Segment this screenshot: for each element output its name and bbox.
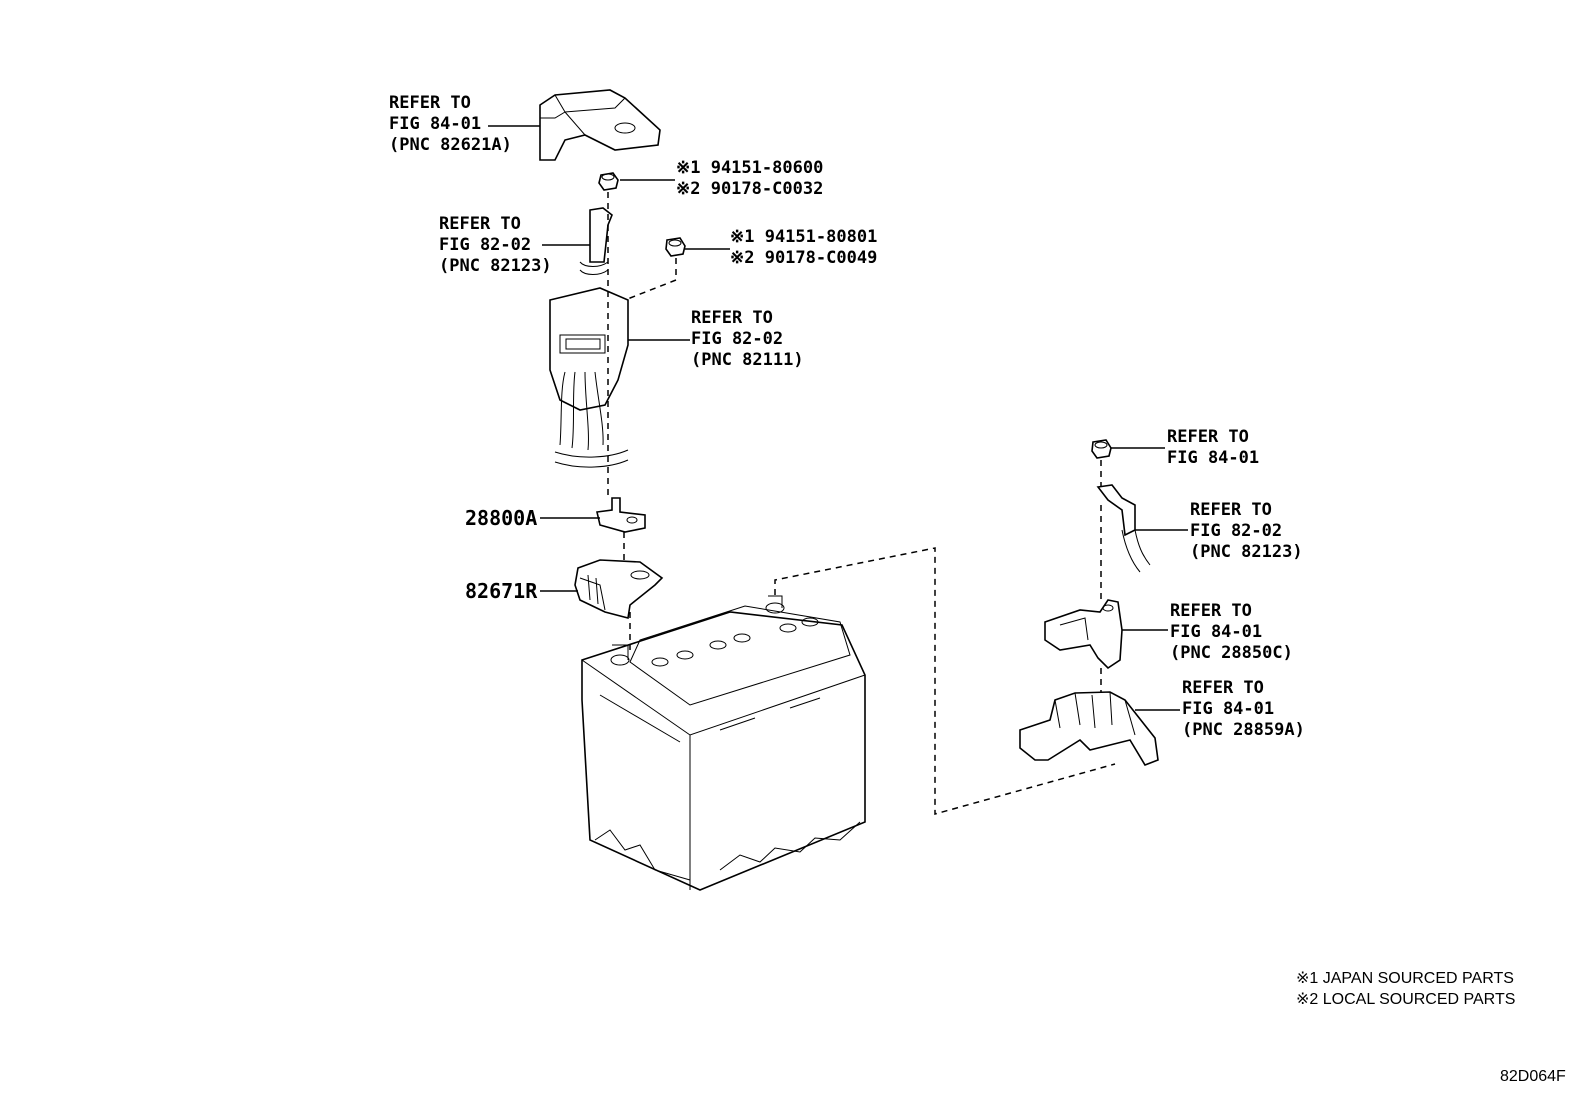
part-28800a-shape bbox=[596, 497, 646, 533]
sensor-bracket bbox=[1019, 691, 1159, 766]
label-part-82671r: 82671R bbox=[465, 579, 538, 603]
right-nut bbox=[1091, 439, 1112, 459]
label-nut-a: ※1 94151-80600※2 90178-C0032 bbox=[676, 158, 824, 199]
terminal-cover bbox=[539, 89, 661, 161]
nut-b bbox=[665, 237, 686, 257]
legend: ※1 JAPAN SOURCED PARTS ※2 LOCAL SOURCED P… bbox=[1296, 968, 1515, 1010]
label-part-28800a: 28800A bbox=[465, 506, 538, 530]
legend-line-2: ※2 LOCAL SOURCED PARTS bbox=[1296, 991, 1516, 1008]
left-cable-terminal bbox=[579, 207, 613, 275]
label-nut-b: ※1 94151-80801※2 90178-C0049 bbox=[730, 227, 878, 268]
leader-lines bbox=[488, 125, 1188, 711]
figure-code: 82D064F bbox=[1500, 1068, 1566, 1085]
part-82671r-shape bbox=[574, 559, 664, 619]
fuse-block bbox=[549, 287, 629, 468]
battery bbox=[581, 595, 866, 891]
battery-sensor bbox=[1044, 599, 1123, 670]
legend-line-1: ※1 JAPAN SOURCED PARTS bbox=[1296, 970, 1514, 987]
nut-a bbox=[598, 172, 619, 191]
assembly-dashes bbox=[607, 192, 1116, 815]
right-cable bbox=[1096, 484, 1151, 573]
